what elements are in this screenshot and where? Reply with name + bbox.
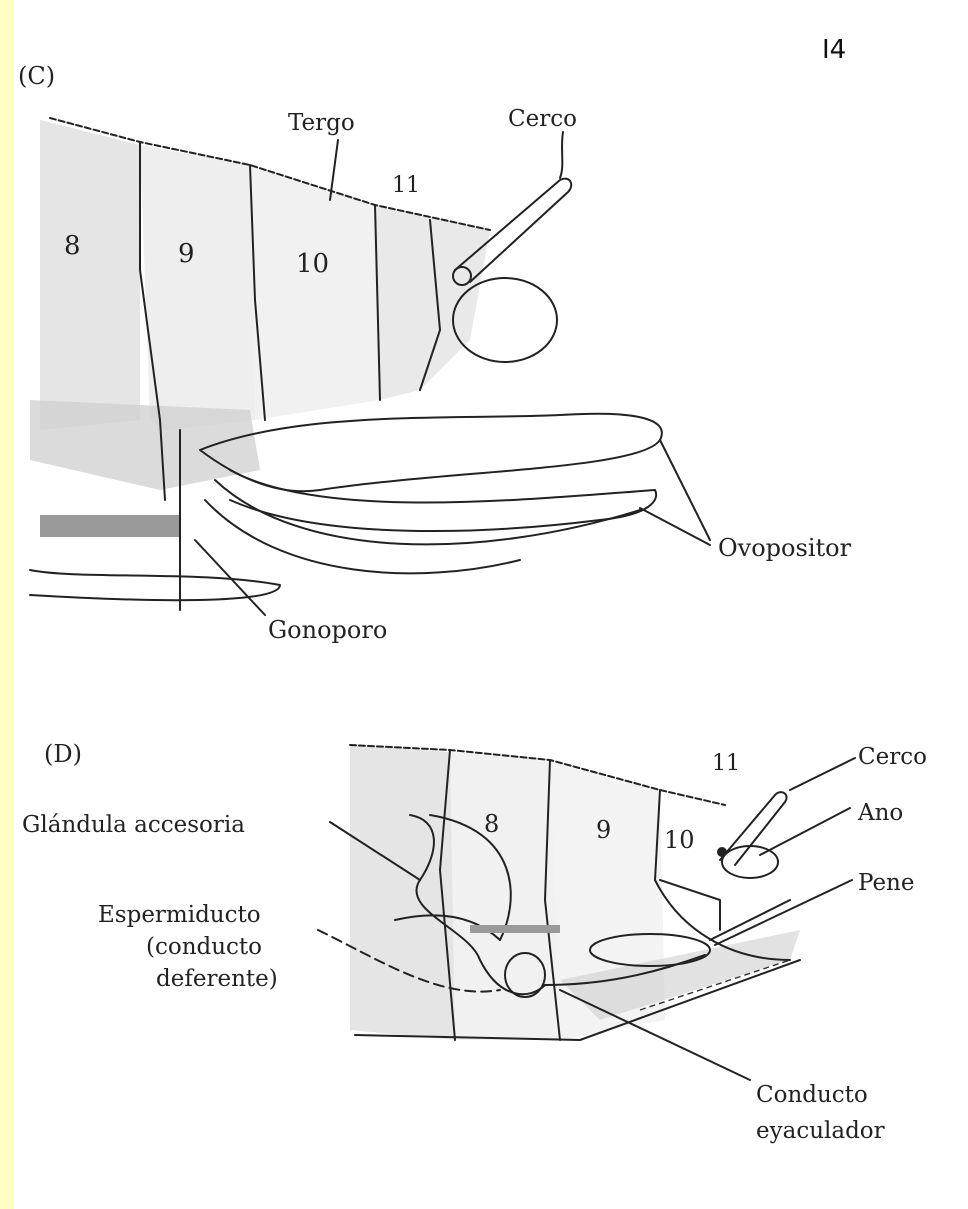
figure-canvas: I4 (C) 8 [14, 0, 968, 1209]
ventral-plate [30, 570, 280, 600]
ventral-shading [30, 400, 260, 490]
segment-11-shading [375, 205, 490, 400]
segment-9-shading [140, 145, 255, 430]
label-conducto-1: Conducto [756, 1082, 868, 1108]
sternite-band [40, 515, 180, 537]
penis-tip [710, 900, 790, 940]
segment-c-11: 11 [392, 173, 420, 198]
segment-c-9: 9 [178, 239, 195, 269]
figure-c: (C) 8 9 10 [18, 62, 852, 644]
panel-d-label: (D) [44, 740, 82, 768]
segment-10-edge [660, 880, 720, 930]
label-pene: Pene [858, 870, 914, 896]
label-tergo: Tergo [288, 110, 355, 136]
label-espermiducto-3: deferente) [156, 966, 278, 992]
anatomy-illustration: I4 (C) 8 [14, 0, 968, 1209]
duct-band [470, 925, 560, 933]
label-espermiducto-2: (conducto [146, 934, 262, 960]
ovipositor-valve-middle [230, 470, 656, 531]
label-gonoporo: Gonoporo [268, 616, 387, 644]
leader-ovopositor-1 [660, 440, 710, 540]
segment-c-8: 8 [64, 231, 81, 261]
page-number: I4 [822, 35, 846, 65]
segment-d-8-shading [450, 752, 560, 1040]
figure-d: (D) 8 [22, 740, 927, 1144]
label-espermiducto-1: Espermiducto [98, 902, 261, 928]
segment-d-9: 9 [596, 816, 611, 844]
leader-cerco-c [560, 132, 563, 178]
segment-8-shading [40, 120, 140, 430]
ovipositor-valve-lower [215, 480, 640, 544]
label-ovopositor: Ovopositor [718, 534, 852, 562]
segment-10-shading [250, 165, 380, 420]
leader-ovopositor-2 [640, 508, 710, 545]
label-cerco-c: Cerco [508, 106, 577, 132]
segment-c-10: 10 [296, 249, 329, 279]
label-ano: Ano [857, 800, 903, 826]
cercus-d-shape [720, 792, 787, 865]
label-cerco-d: Cerco [858, 744, 927, 770]
anus-dot [717, 847, 727, 857]
segment-d-11: 11 [712, 751, 740, 776]
ovipositor-valve-upper [200, 414, 662, 492]
label-glandula: Glándula accesoria [22, 812, 245, 838]
segment-d-pre-shading [350, 745, 455, 1040]
segment-d-10: 10 [664, 826, 695, 854]
leader-cerco-d [790, 758, 855, 790]
ovipositor-valve-inner [205, 500, 520, 573]
panel-c-label: (C) [18, 62, 55, 90]
segment-d-8: 8 [484, 810, 499, 838]
label-conducto-2: eyaculador [756, 1118, 885, 1144]
